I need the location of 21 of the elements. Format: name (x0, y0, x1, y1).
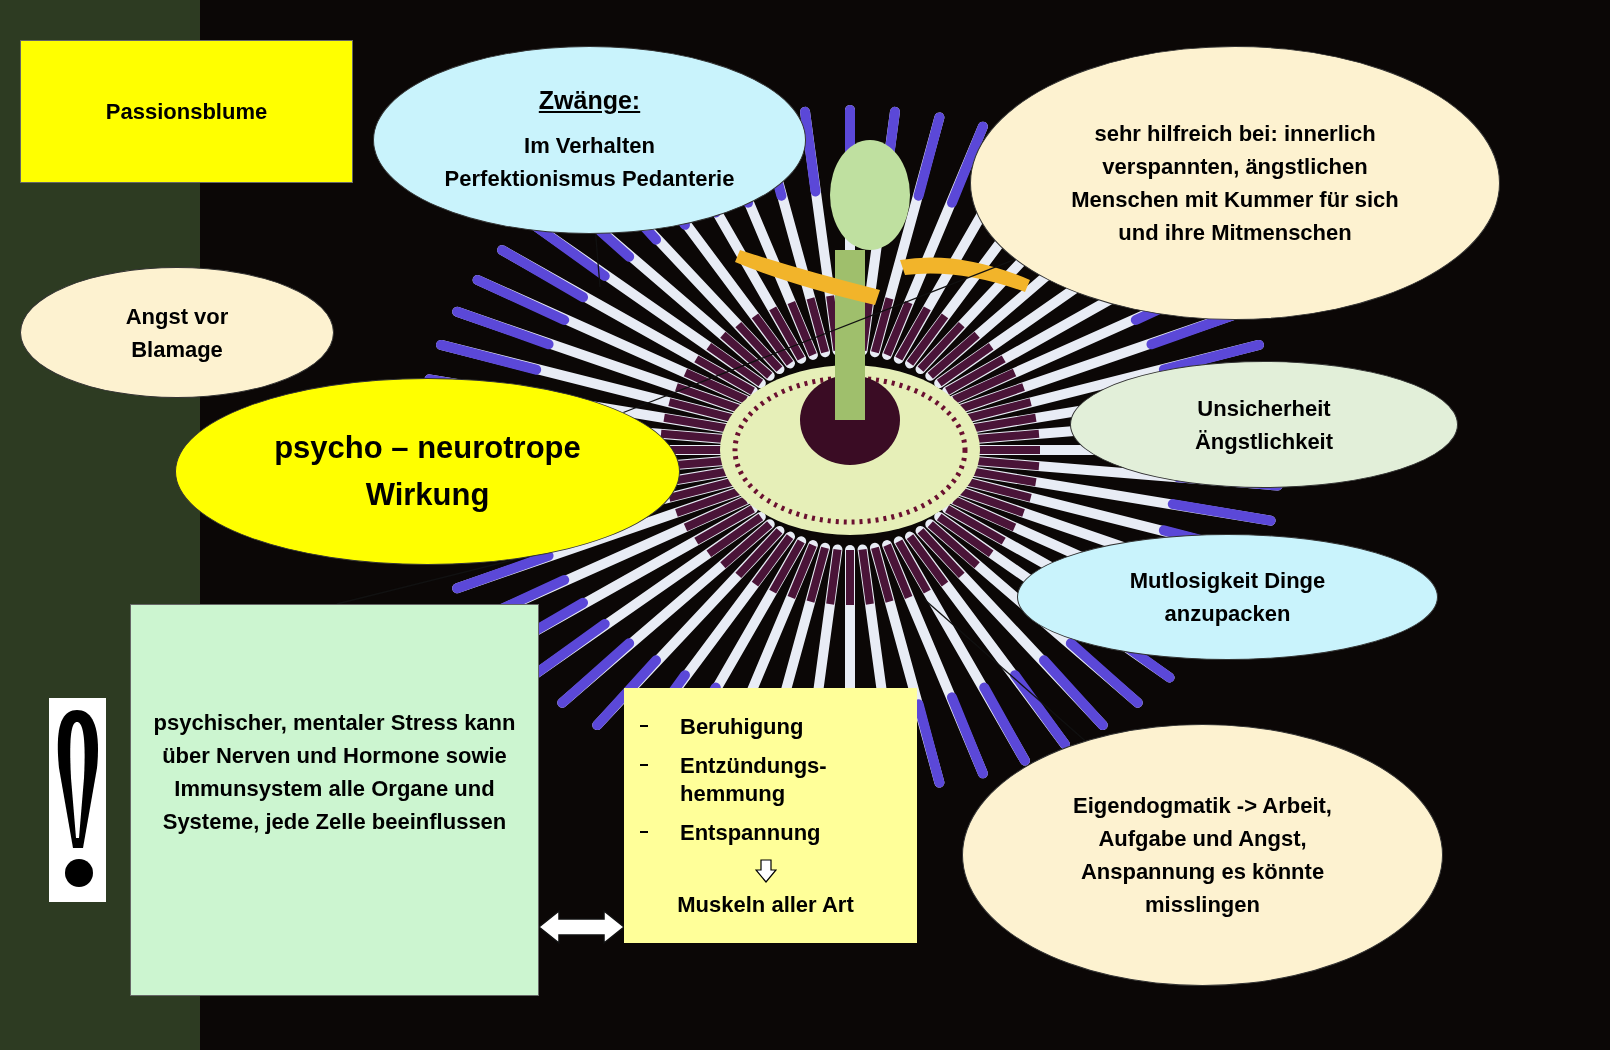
node-text: sehr hilfreich bei: innerlich verspannten, ängstlichen Menschen mit Kummer für sich und ihre Mitmenschen (1070, 120, 1400, 247)
list-item: Beruhigung (680, 712, 805, 741)
list-item: Entzündungs-hemmung (680, 752, 828, 808)
text-box (130, 604, 539, 996)
leader-line (924, 599, 1086, 742)
node-text: psychischer, mentaler Stress kann über Nerven und Hormone sowie Immunsystem alle Organe und Systeme, jede Zelle beeinflussen (152, 709, 517, 836)
bullet-list-box (624, 688, 917, 943)
double-arrow (537, 909, 626, 945)
node-text: Eigendogmatik -> Arbeit, Aufgabe und Angst, Anspannung es könnte misslingen (1072, 792, 1333, 919)
heading: Zwänge: (538, 85, 641, 117)
node-text: Unsicherheit Ängstlichkeit (1193, 394, 1335, 456)
node-text: Mutlosigkeit Dinge anzupacken (1128, 567, 1327, 628)
leader-line (595, 233, 601, 288)
node-text: Angst vor Blamage (124, 302, 230, 364)
text-box (20, 40, 353, 183)
connector-line (622, 258, 1016, 414)
node-text: Im Verhalten Perfektionismus Pedanterie (443, 131, 736, 193)
node-text: Passionsblume (105, 98, 268, 126)
result-text: Muskeln aller Art (677, 890, 854, 919)
node-text: psycho – neurotrope Wirkung (273, 429, 582, 514)
list-item: Entspannung (680, 819, 822, 847)
